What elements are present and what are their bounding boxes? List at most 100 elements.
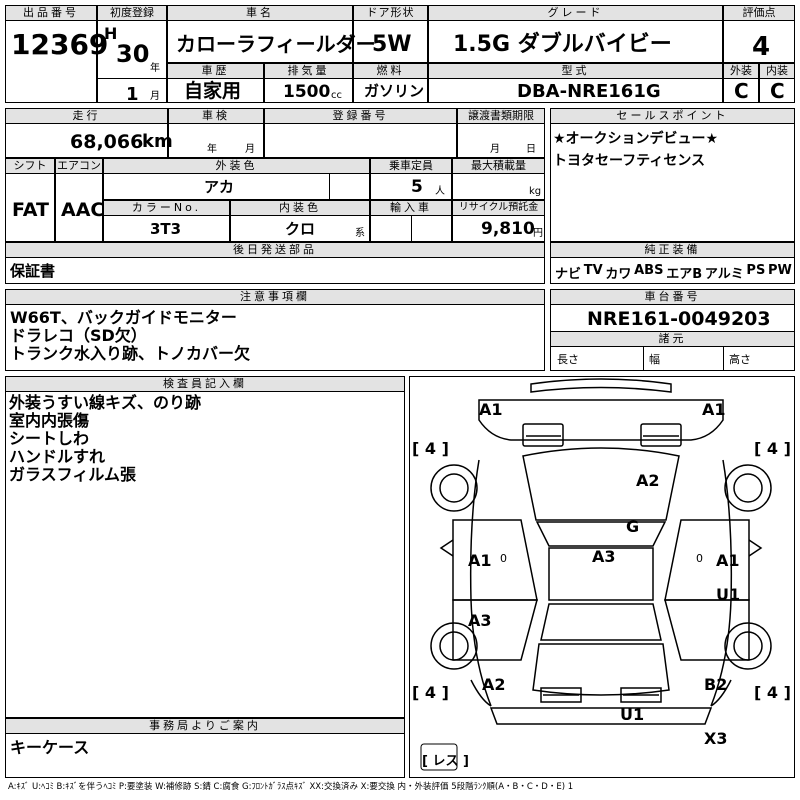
first-reg-cell: 初度登録 H 30 年 1 月: [97, 5, 167, 105]
note-line-2: ドラレコ（SD欠）: [10, 326, 147, 345]
equipment-item: PS: [746, 263, 766, 278]
transfer-day: 日: [526, 144, 536, 155]
spare-tire: [ レス ]: [422, 754, 469, 769]
max-load-header: 最大積載量: [453, 159, 544, 174]
fuel-cell: 燃料 ガソリン: [353, 63, 428, 103]
mark-left-front-door: A1: [468, 551, 492, 570]
note-line-1: W66T、バックガイドモニター: [10, 308, 237, 327]
mark-windshield: G: [626, 517, 640, 536]
shift: FAT: [12, 199, 49, 221]
door-cell: ドア形状 5W: [353, 5, 428, 63]
chassis-number: NRE161-0049203: [587, 308, 771, 330]
mark-rear-bumper: U1: [620, 705, 645, 724]
equipment-item: アルミ: [704, 267, 744, 282]
displacement-header: 排気量: [265, 64, 352, 79]
inspection-header: 車検: [169, 109, 263, 124]
equipment-item: PW: [768, 263, 792, 278]
lot-number: 12369: [11, 28, 109, 61]
inspection-month: 月: [245, 144, 255, 155]
door-type: 5W: [372, 32, 412, 57]
int-color-unit: 系: [355, 228, 365, 239]
notes-cell: 注意事項欄 W66T、バックガイドモニター ドラレコ（SD欠） トランク水入り跡…: [5, 289, 545, 371]
ext-color: アカ: [204, 178, 235, 196]
mark-front-left: A1: [479, 400, 503, 419]
first-reg-header: 初度登録: [98, 6, 166, 21]
score-cell: 評価点 4: [723, 5, 795, 63]
mileage: 68,066: [70, 131, 144, 153]
notes-header: 注意事項欄: [6, 290, 544, 305]
transfer-header: 譲渡書類期限: [458, 109, 544, 124]
int-grade: C: [770, 79, 785, 103]
transfer-month: 月: [490, 144, 500, 155]
reg-no-header: 登録番号: [265, 109, 456, 124]
color-no: 3T3: [150, 220, 182, 238]
equipment-item: エアB: [666, 267, 703, 282]
chassis-cell: 車台番号 NRE161-0049203 諸元 長さ 幅 高さ: [550, 289, 795, 371]
tire-front-right: [ 4 ]: [754, 439, 791, 458]
car-diagram: [420, 378, 772, 771]
tire-rear-left: [ 4 ]: [412, 683, 449, 702]
color-no-cell: カラーNo. 3T3: [103, 200, 230, 242]
damage-diagram-cell: A1 A1 A2 G A3 A1 0 A1 0 U1 A3 A2 B2 U1 X…: [409, 376, 795, 778]
inspector-note-4: ハンドルすれ: [9, 447, 106, 466]
mark-small-left: 0: [500, 552, 507, 565]
transfer-cell: 譲渡書類期限 月 日: [457, 108, 545, 158]
history-cell: 車歴 自家用: [167, 63, 264, 103]
height-label: 高さ: [729, 353, 751, 366]
grade-header: グレード: [429, 6, 722, 21]
model-code: DBA-NRE161G: [517, 81, 661, 102]
inspector-note-1: 外装うすい線キズ、のり跡: [9, 393, 202, 412]
sales-point-header: セールスポイント: [551, 109, 794, 124]
mileage-header: 走行: [6, 109, 167, 124]
grade-cell: グレード 1.5G ダブルバイビー: [428, 5, 723, 63]
int-grade-cell: 内装 C: [759, 63, 795, 103]
mark-rear-right: B2: [704, 675, 728, 694]
post-parts-cell: 後日発送部品 保証書: [5, 242, 545, 284]
sales-point-2: トヨタセーフティセンス: [553, 153, 706, 169]
ext-color-header: 外装色: [104, 159, 369, 174]
shift-header: シフト: [6, 159, 54, 174]
shift-cell: シフト FAT: [5, 158, 55, 242]
history-header: 車歴: [168, 64, 263, 79]
mark-rear-corner: X3: [704, 729, 728, 748]
lot-number-cell: 出品番号 12369: [5, 5, 108, 103]
office-cell: 事務局よりご案内 キーケース: [5, 718, 405, 778]
max-load-unit: kg: [529, 186, 542, 197]
mark-right-rear-door: U1: [716, 585, 741, 604]
score-header: 評価点: [724, 6, 794, 21]
equipment-item: ABS: [634, 263, 664, 278]
history: 自家用: [184, 80, 242, 102]
recycle-fee: 9,810: [481, 219, 535, 239]
inspector-header: 検査員記入欄: [6, 377, 404, 392]
reg-month: 1: [126, 84, 139, 105]
ext-grade-header: 外装: [724, 64, 758, 79]
car-name-header: 車名: [168, 6, 352, 21]
month-unit: 月: [150, 91, 160, 102]
recycle-header: リサイクル預託金: [453, 201, 544, 216]
sales-point-1: ★オークションデビュー★: [553, 131, 719, 147]
door-header: ドア形状: [354, 6, 427, 21]
displacement-unit: cc: [331, 90, 342, 101]
mileage-unit: km: [142, 131, 173, 152]
note-line-3: トランク水入り跡、トノカバー欠: [10, 344, 251, 363]
car-name-cell: 車名 カローラフィールダー: [167, 5, 376, 63]
office-note: キーケース: [10, 738, 90, 757]
inspection-cell: 車検 年 月: [168, 108, 264, 158]
displacement: 1500: [283, 82, 331, 102]
inspector-note-2: 室内内張傷: [9, 411, 90, 430]
import-cell: 輸入車: [370, 200, 452, 242]
fuel-header: 燃料: [354, 64, 427, 79]
int-color-header: 内装色: [231, 201, 369, 216]
office-header: 事務局よりご案内: [6, 719, 404, 734]
sales-point-cell: セールスポイント ★オークションデビュー★ トヨタセーフティセンス: [550, 108, 795, 242]
capacity: 5: [411, 177, 423, 197]
year-unit: 年: [150, 63, 160, 74]
recycle-unit: 円: [533, 228, 543, 239]
aircon-cell: エアコン AAC: [55, 158, 104, 242]
score: 4: [752, 32, 771, 62]
aircon-header: エアコン: [56, 159, 102, 174]
capacity-cell: 乗車定員 5 人: [370, 158, 452, 200]
color-no-header: カラーNo.: [104, 201, 229, 216]
inspector-cell: 検査員記入欄 外装うすい線キズ、のり跡 室内内張傷 シートしわ ハンドルすれ ガ…: [5, 376, 405, 718]
